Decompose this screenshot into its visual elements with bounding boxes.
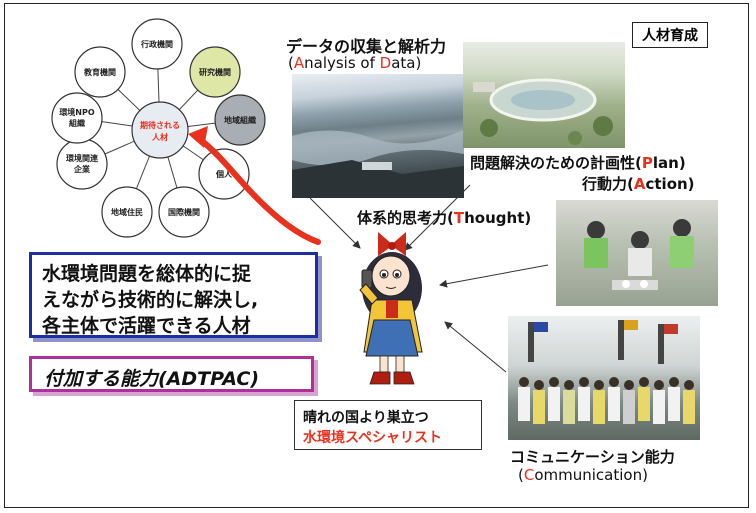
crowd-head bbox=[549, 377, 559, 387]
crowd-body bbox=[608, 387, 620, 421]
specialist-box: 晴れの国より巣立つ 水環境スペシャリスト bbox=[294, 400, 482, 450]
main-line-1: 水環境問題を総体的に捉 bbox=[42, 263, 252, 285]
node-label-individual: 個人 bbox=[215, 169, 233, 179]
students-fieldwork-photo bbox=[556, 200, 718, 306]
center-label-1: 期待される bbox=[140, 120, 180, 130]
crowd-head bbox=[534, 380, 544, 390]
crowd-head bbox=[519, 377, 529, 387]
crowd-body bbox=[548, 387, 560, 421]
aerial-landscape-photo bbox=[292, 74, 464, 198]
crowd-head bbox=[594, 380, 604, 390]
red-curved-arrow bbox=[195, 135, 321, 245]
crowd-head bbox=[624, 380, 634, 390]
park-aerial-photo bbox=[463, 42, 625, 148]
crowd-head bbox=[684, 380, 694, 390]
crowd-head bbox=[639, 377, 649, 387]
node-education: 教育機関 bbox=[74, 46, 126, 98]
specialist-line-2: 水環境スペシャリスト bbox=[303, 430, 443, 446]
ability-title: 付加する能力(ADTPAC) bbox=[44, 368, 260, 390]
action-label: 行動力(Action) bbox=[582, 175, 695, 193]
node-local-org: 地域組織 bbox=[214, 94, 266, 146]
main-line-2: えながら技術的に解決し, bbox=[42, 289, 259, 311]
node-label-companies-1: 環境関連 bbox=[66, 153, 99, 163]
girl-holding-phone-illustration bbox=[359, 232, 423, 385]
crowd-body bbox=[653, 390, 665, 424]
node-label-npo-2: 組織 bbox=[69, 118, 85, 128]
main-statement-box: 水環境問題を総体的に捉 えながら技術的に解決し, 各主体で活躍できる人材 bbox=[29, 252, 318, 338]
crowd-body bbox=[578, 387, 590, 421]
node-label-intl-org: 国際機関 bbox=[168, 207, 200, 217]
node-label-research: 研究機関 bbox=[199, 67, 231, 77]
main-statement-text: 水環境問題を総体的に捉 えながら技術的に解決し, 各主体で活躍できる人材 bbox=[42, 261, 258, 339]
node-label-admin: 行政機関 bbox=[140, 39, 173, 49]
crowd-body bbox=[533, 390, 545, 424]
node-label-npo-1: 環境NPO bbox=[59, 107, 95, 117]
analysis-jp: データの収集と解析力 bbox=[286, 37, 447, 56]
communication-jp: コミュニケーション能力 bbox=[510, 448, 675, 466]
arrow-fieldwork bbox=[439, 264, 549, 288]
node-individual: 個人 bbox=[198, 148, 250, 200]
node-npo: 環境NPO 組織 bbox=[51, 92, 103, 144]
crowd-body bbox=[593, 390, 605, 424]
crowd-body bbox=[623, 390, 635, 424]
node-center: 期待される 人材 bbox=[131, 101, 189, 159]
ability-box: 付加する能力(ADTPAC) bbox=[29, 356, 314, 392]
node-residents: 地域住民 bbox=[101, 186, 153, 238]
specialist-line-1: 晴れの国より巣立つ bbox=[303, 410, 429, 426]
node-companies: 環境関連 企業 bbox=[56, 138, 108, 190]
crowd-body bbox=[668, 387, 680, 421]
node-admin: 行政機関 bbox=[131, 18, 183, 70]
group-photo bbox=[508, 316, 700, 440]
crowd-body bbox=[563, 390, 575, 424]
analysis-en: (Analysis of Data) bbox=[288, 54, 422, 72]
crowd-head bbox=[564, 380, 574, 390]
crowd-body bbox=[683, 390, 695, 424]
plan-label: 問題解決のための計画性(Plan) bbox=[470, 154, 686, 172]
crowd-head bbox=[579, 377, 589, 387]
arrow-analysis bbox=[309, 197, 361, 249]
node-label-residents: 地域住民 bbox=[111, 207, 143, 217]
main-line-3: 各主体で活躍できる人材 bbox=[42, 315, 251, 337]
node-intl-org: 国際機関 bbox=[158, 186, 210, 238]
arrow-communication bbox=[444, 321, 507, 373]
hrd-badge: 人材育成 bbox=[632, 22, 708, 48]
center-label-2: 人材 bbox=[152, 132, 168, 142]
red-arrowhead bbox=[188, 126, 208, 148]
node-research: 研究機関 bbox=[189, 46, 241, 98]
crowd-head bbox=[654, 380, 664, 390]
thought-label: 体系的思考力(Thought) bbox=[357, 209, 532, 227]
crowd-head bbox=[609, 377, 619, 387]
crowd-body bbox=[638, 387, 650, 421]
node-label-education: 教育機関 bbox=[83, 67, 116, 77]
crowd-head bbox=[669, 377, 679, 387]
node-label-companies-2: 企業 bbox=[73, 164, 91, 174]
communication-en: (Communication) bbox=[518, 466, 648, 484]
crowd-body bbox=[518, 387, 530, 421]
node-label-local-org: 地域組織 bbox=[224, 115, 256, 125]
